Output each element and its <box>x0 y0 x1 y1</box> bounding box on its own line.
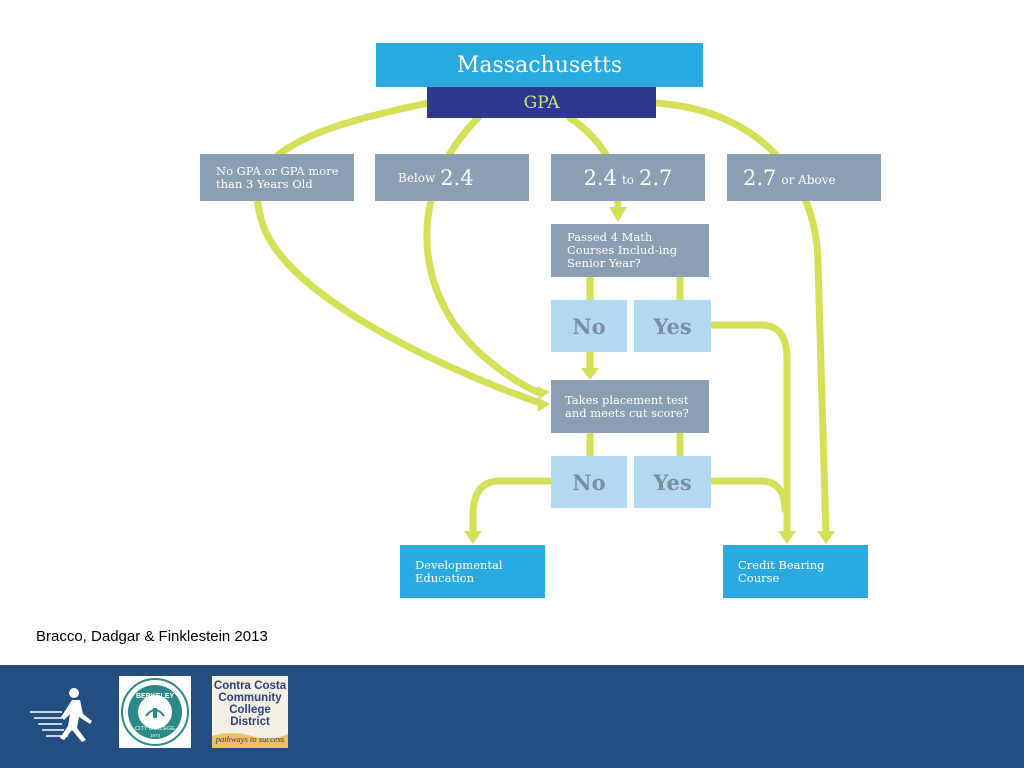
bcc-name: BERKELEY <box>136 693 174 700</box>
band-no-gpa: No GPA or GPA more than 3 Years Old <box>200 154 354 201</box>
math-yes-box: Yes <box>634 300 711 352</box>
contra-costa-logo: Contra Costa Community College District … <box>212 676 288 748</box>
band-below: Below 2.4 <box>375 154 529 201</box>
outcome-credit: Credit Bearing Course <box>723 545 868 598</box>
title-text: Massachusetts <box>456 52 623 78</box>
band-below-value: 2.4 <box>440 165 474 190</box>
arrow-no-to-developmental <box>469 477 553 539</box>
placement-yes-box: Yes <box>634 456 711 508</box>
math-yes-text: Yes <box>653 313 692 339</box>
band-mid-low: 2.4 <box>583 165 617 190</box>
math-no-box: No <box>551 300 627 352</box>
runner-icon <box>30 688 92 742</box>
gpa-header-box: GPA <box>427 87 656 118</box>
question-placement-box: Takes placement test and meets cut score… <box>551 380 709 433</box>
arrowhead-credit-a <box>778 531 796 544</box>
arrow-yes-to-credit <box>708 321 791 539</box>
placement-no-text: No <box>572 469 606 495</box>
arrow-yes2-to-credit <box>708 477 789 514</box>
band-above: 2.7 or Above <box>727 154 881 201</box>
band-above-suffix: or Above <box>781 172 836 187</box>
band-mid-to: to <box>621 172 635 187</box>
arrowhead-placement-b <box>537 386 550 399</box>
band-below-prefix: Below <box>398 170 436 185</box>
arrowhead-credit-b <box>817 531 835 544</box>
band-mid: 2.4 to 2.7 <box>551 154 705 201</box>
band-no-gpa-text: No GPA or GPA more than 3 Years Old <box>216 163 339 191</box>
berkeley-city-college-logo: BERKELEY CITY COLLEGE 1974 <box>119 676 191 748</box>
gpa-header-text: GPA <box>523 92 560 113</box>
question-math-box: Passed 4 Math Courses Includ-ing Senior … <box>551 224 709 277</box>
title-box: Massachusetts <box>376 43 703 87</box>
question-placement-text: Takes placement test and meets cut score… <box>565 392 689 420</box>
placement-no-box: No <box>551 456 627 508</box>
cc-tagline: pathways to success <box>215 734 285 744</box>
cc-name: Contra Costa Community College District <box>213 680 287 728</box>
outcome-developmental-text: Developmental Education <box>415 557 503 585</box>
arrowhead-developmental <box>464 531 482 544</box>
citation: Bracco, Dadgar & Finklestein 2013 <box>36 628 268 645</box>
question-math-text: Passed 4 Math Courses Includ-ing Senior … <box>567 230 678 270</box>
bcc-sub: CITY COLLEGE <box>135 726 175 732</box>
outcome-credit-text: Credit Bearing Course <box>738 557 825 585</box>
arrow-nogpa-to-placement <box>254 99 544 407</box>
arrowhead-placement-a <box>537 397 550 412</box>
outcome-developmental: Developmental Education <box>400 545 545 598</box>
band-above-value: 2.7 <box>743 165 777 190</box>
arrowhead-math <box>609 207 627 222</box>
bcc-year: 1974 <box>150 733 161 738</box>
math-no-text: No <box>572 313 606 339</box>
band-mid-high: 2.7 <box>639 165 673 190</box>
placement-yes-text: Yes <box>653 469 692 495</box>
arrowhead-placement-c <box>581 368 599 380</box>
